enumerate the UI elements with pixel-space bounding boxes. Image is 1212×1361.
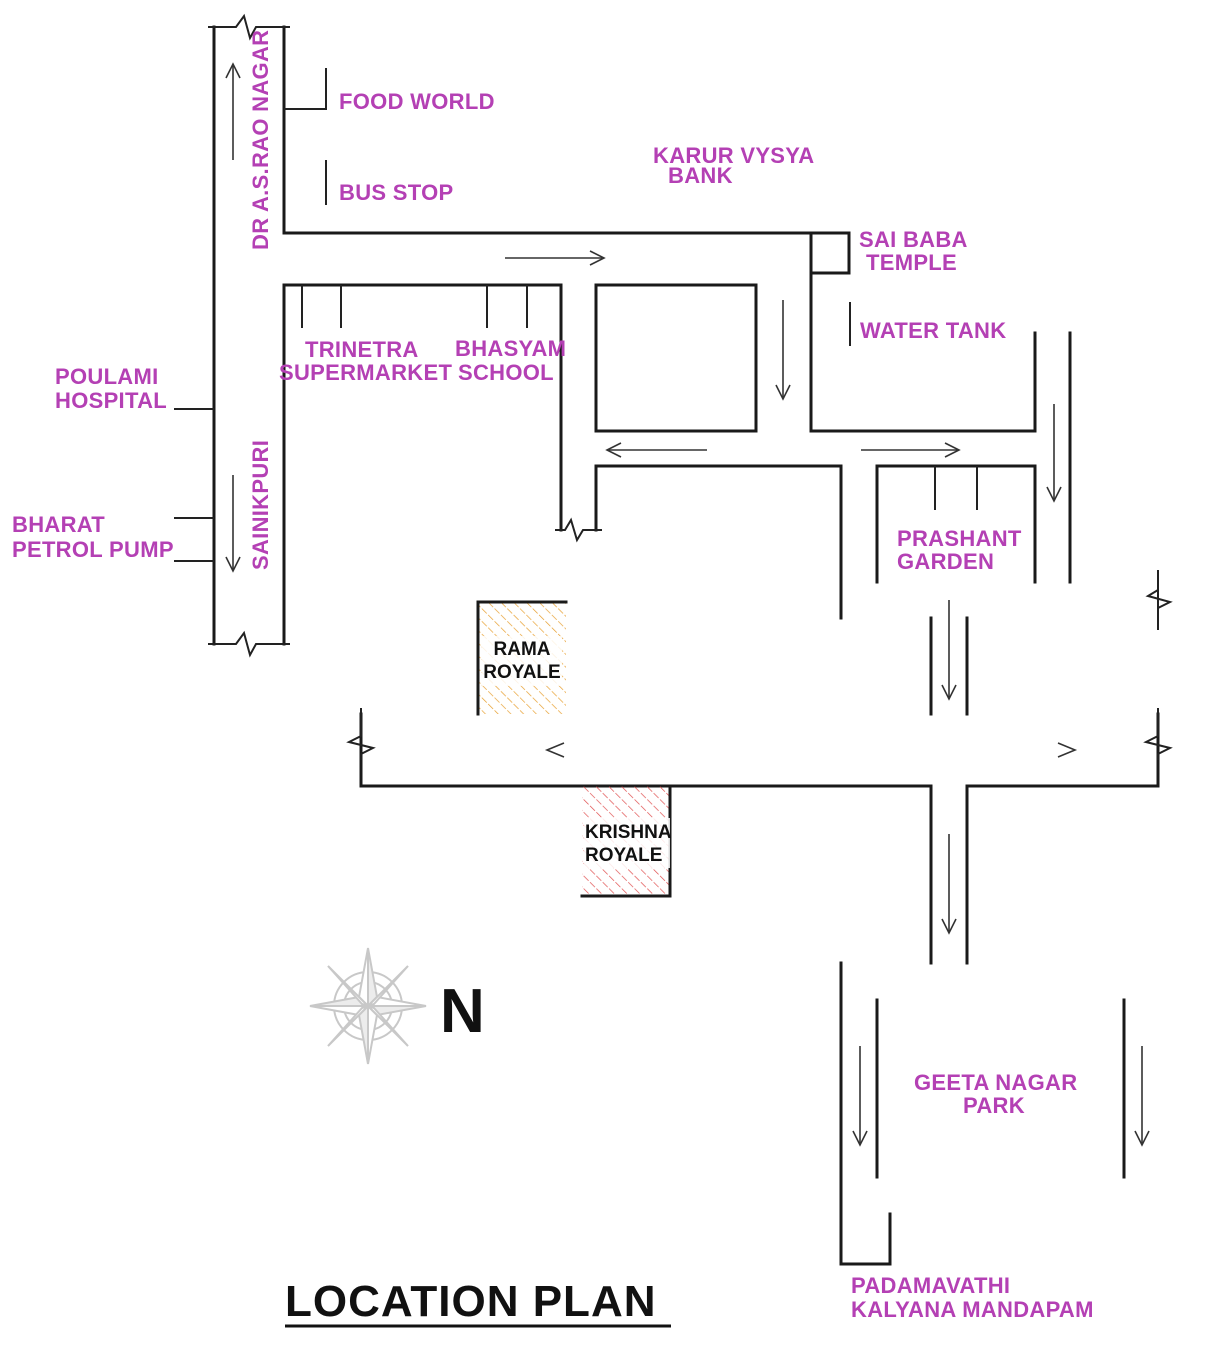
arrow-right-icon (861, 442, 961, 458)
arrow-left-icon (544, 742, 565, 758)
road-label-sainikpuri: SAINIKPURI (248, 440, 273, 570)
label-bharat-petrol-pump-1: BHARAT (12, 512, 105, 537)
compass-rose-icon (309, 947, 427, 1065)
label-trinetra-supermarket-1: TRINETRA (305, 337, 419, 362)
rama-royale-label-1: RAMA (494, 639, 551, 660)
label-karur-vysya-bank-2: BANK (668, 163, 733, 188)
arrow-down-icon (941, 600, 957, 701)
label-prashant-garden-1: PRASHANT (897, 526, 1022, 551)
north-label: N (440, 977, 485, 1046)
rama-royale-label-2: ROYALE (483, 662, 560, 683)
site-rama-royale: RAMA ROYALE (476, 600, 568, 716)
label-trinetra-supermarket-2: SUPERMARKET (279, 360, 452, 385)
label-karur-vysya-bank-1: KARUR VYSYA (653, 143, 814, 168)
page-title: LOCATION PLAN (285, 1277, 657, 1326)
arrow-right-icon (1057, 742, 1078, 758)
label-bhasyam-school-2: SCHOOL (458, 360, 554, 385)
road-label-as-rao-nagar: DR A.S.RAO NAGAR (248, 30, 273, 250)
arrow-down-icon (775, 300, 791, 401)
label-water-tank: WATER TANK (860, 318, 1006, 343)
krishna-royale-label-2: ROYALE (585, 845, 662, 866)
label-sai-baba-temple-1: SAI BABA (859, 227, 968, 252)
label-bharat-petrol-pump-2: PETROL PUMP (12, 537, 174, 562)
arrow-left-icon (605, 442, 707, 458)
label-food-world: FOOD WORLD (339, 89, 495, 114)
arrow-down-icon (852, 1046, 868, 1147)
label-bus-stop: BUS STOP (339, 180, 453, 205)
arrow-up-icon (225, 62, 241, 160)
label-padamavathi-1: PADAMAVATHI (851, 1273, 1010, 1298)
arrow-right-icon (505, 250, 606, 266)
label-poulami-hospital-1: POULAMI (55, 364, 159, 389)
label-padamavathi-2: KALYANA MANDAPAM (851, 1297, 1094, 1322)
arrow-down-icon (225, 475, 241, 573)
label-poulami-hospital-2: HOSPITAL (55, 388, 167, 413)
label-geeta-nagar-park-2: PARK (963, 1093, 1025, 1118)
arrow-down-icon (1134, 1046, 1150, 1147)
label-geeta-nagar-park-1: GEETA NAGAR (914, 1070, 1077, 1095)
label-bhasyam-school-1: BHASYAM (455, 336, 566, 361)
arrow-down-icon (941, 834, 957, 935)
traffic-arrows (225, 62, 1150, 1147)
krishna-royale-label-1: KRISHNA (585, 822, 672, 843)
label-prashant-garden-2: GARDEN (897, 549, 994, 574)
arrow-down-icon (1046, 404, 1062, 503)
site-krishna-royale: KRISHNA ROYALE (580, 784, 672, 898)
label-sai-baba-temple-2: TEMPLE (866, 250, 957, 275)
